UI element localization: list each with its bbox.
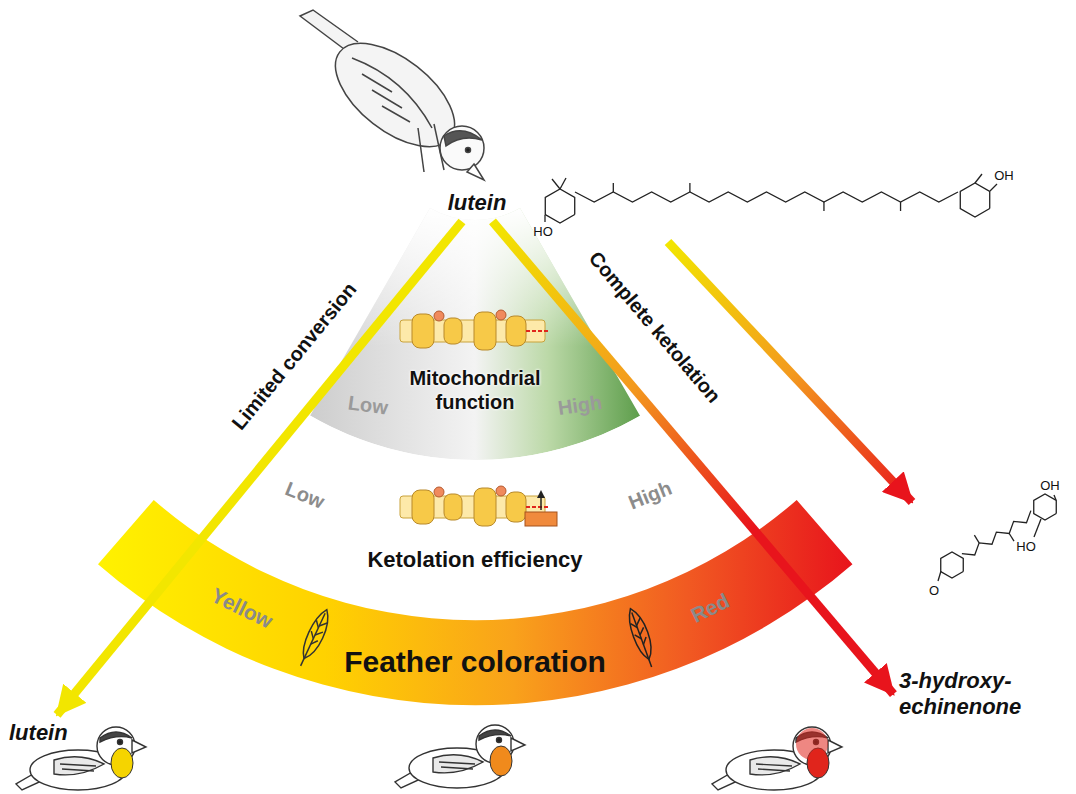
bond bbox=[560, 178, 566, 189]
scale-label: High bbox=[625, 476, 675, 515]
bird-sketch bbox=[300, 10, 484, 180]
atom-label: HO bbox=[533, 224, 553, 240]
node-text: 3-hydroxy-echinenone bbox=[899, 668, 1021, 719]
band-title: Feather coloration bbox=[344, 644, 606, 680]
scale-label: Red bbox=[687, 588, 734, 628]
polyene-chain bbox=[575, 192, 958, 202]
bond bbox=[552, 179, 560, 189]
bond bbox=[544, 215, 545, 222]
methyl bbox=[900, 202, 901, 211]
coloration-band: Yellow RedFeather coloration bbox=[98, 500, 852, 705]
band-title: Ketolation efficiency bbox=[367, 547, 582, 573]
atom-label: OH bbox=[994, 168, 1014, 184]
node-text: lutein bbox=[448, 190, 507, 215]
edge-label: Complete ketolation bbox=[584, 246, 726, 407]
compound-name: lutein bbox=[445, 188, 510, 218]
band-outline bbox=[310, 208, 640, 460]
scale-label: High bbox=[556, 390, 603, 420]
compound-name: 3-hydroxy-echinenone bbox=[896, 666, 1062, 723]
band-fill bbox=[310, 208, 640, 460]
band-fill bbox=[310, 208, 640, 460]
bond bbox=[1034, 519, 1041, 537]
bond bbox=[975, 174, 982, 183]
bond bbox=[990, 184, 997, 191]
methyl bbox=[689, 183, 690, 192]
band-title: Mitochondrial function bbox=[390, 366, 560, 414]
scale-label: Low bbox=[282, 476, 328, 513]
atom-label: HO bbox=[1016, 539, 1036, 555]
methyl bbox=[974, 535, 979, 543]
methyl bbox=[823, 202, 824, 211]
ring bbox=[941, 552, 964, 578]
atom-label: OH bbox=[1040, 478, 1060, 494]
band-fill bbox=[98, 500, 852, 705]
atom-label: O bbox=[929, 583, 939, 599]
mitochondria-wedge: Mitochondrial functionLow High bbox=[310, 208, 640, 460]
bond bbox=[938, 571, 941, 581]
methyl bbox=[613, 183, 614, 192]
bond bbox=[1054, 495, 1056, 500]
node-text: lutein bbox=[9, 720, 68, 745]
finch-orange bbox=[395, 725, 525, 788]
ring bbox=[960, 183, 989, 217]
ring bbox=[1034, 494, 1057, 520]
finch-red bbox=[712, 727, 842, 790]
methyl bbox=[1009, 534, 1014, 542]
ring bbox=[545, 189, 574, 223]
edge-label: Limited conversion bbox=[227, 278, 362, 435]
scale-label: Yellow bbox=[207, 582, 277, 633]
compound-name: lutein bbox=[6, 718, 71, 748]
scale-label: Low bbox=[347, 390, 390, 419]
